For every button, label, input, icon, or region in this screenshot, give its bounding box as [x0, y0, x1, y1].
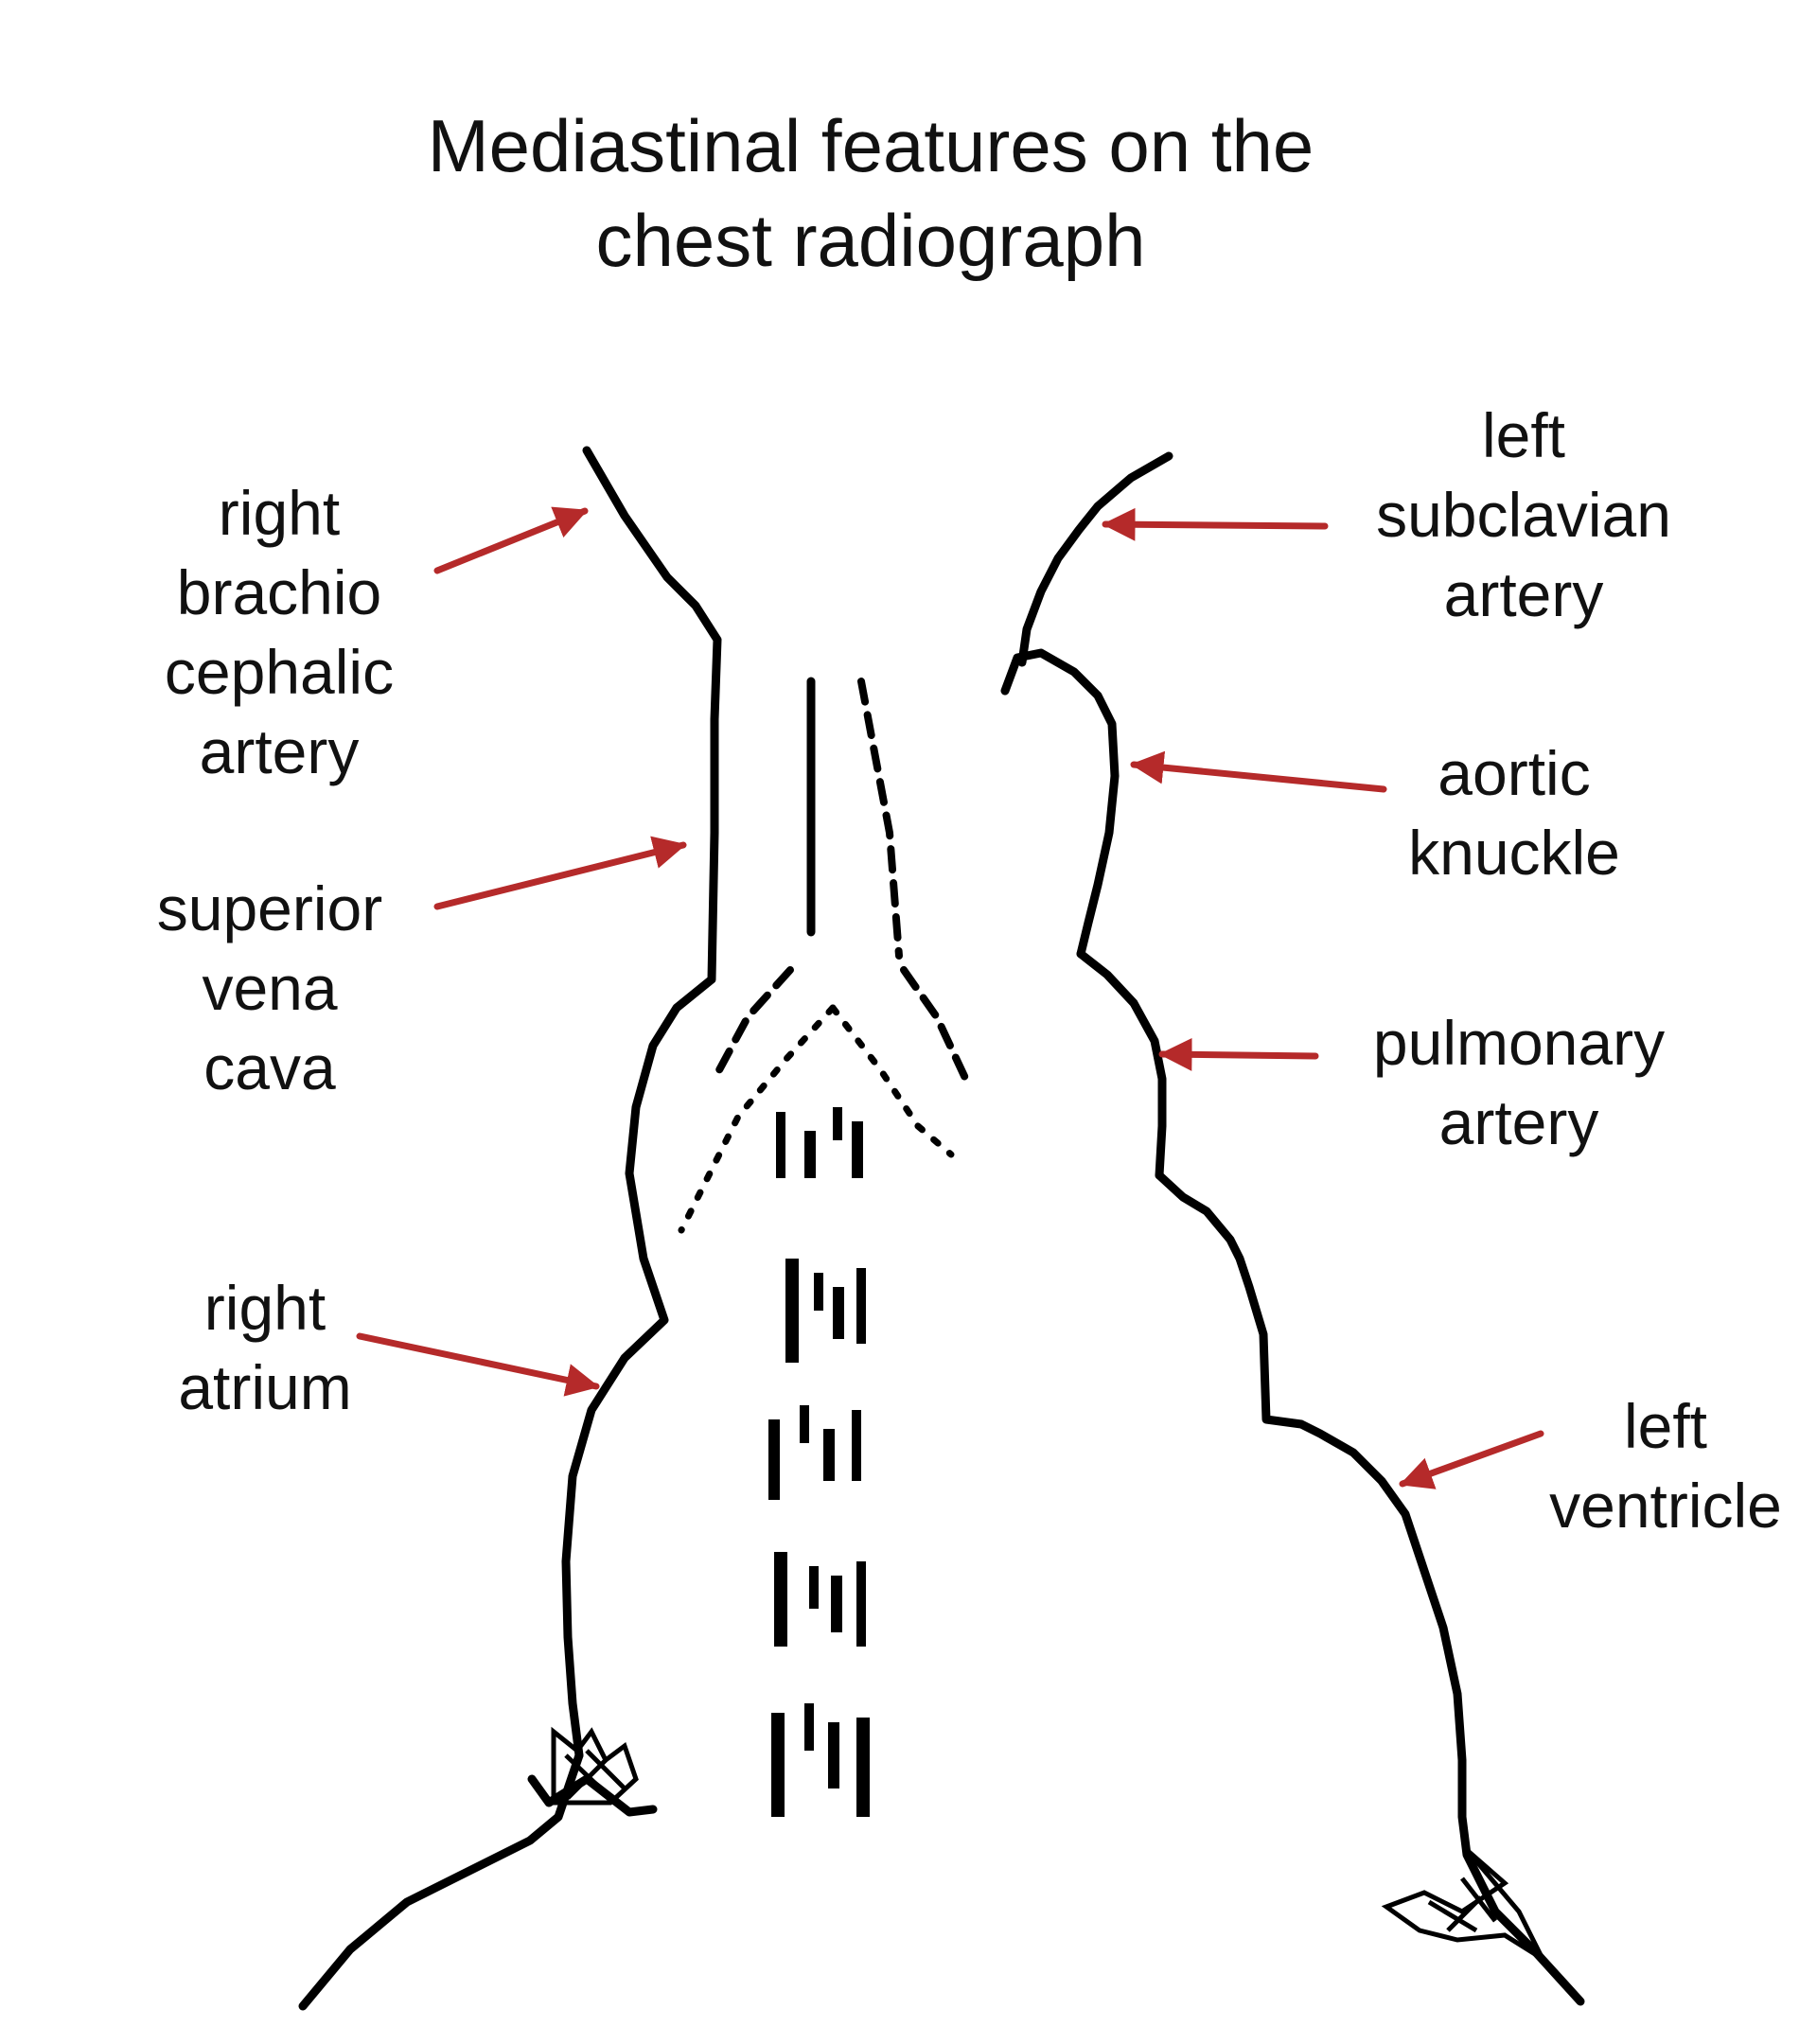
arrow-pulmonary-artery — [1158, 1037, 1319, 1071]
trachea-left-wall — [857, 678, 903, 960]
title-line-2: chest radiograph — [595, 199, 1146, 282]
carina-left — [829, 1004, 955, 1158]
aortic-knuckle-border — [1000, 648, 1120, 959]
thoracic-spine — [768, 1107, 870, 1817]
right-angle-hatch — [551, 1726, 639, 1806]
arrow-superior-vena-cava — [433, 836, 687, 910]
arrow-right-brachiocephalic — [433, 506, 589, 574]
pulmonary-artery-border — [1076, 949, 1167, 1180]
carina-right — [678, 1004, 837, 1234]
left-angle-hatch — [1381, 1848, 1549, 1965]
left-ventricle-border — [1155, 1171, 1585, 2006]
arrow-left-ventricle — [1399, 1430, 1544, 1489]
label-pulmonary-artery: pulmonary artery — [1372, 1008, 1666, 1157]
label-right-brachiocephalic-artery: right brachio cephalic artery — [164, 478, 395, 786]
label-right-atrium: right atrium — [178, 1273, 352, 1422]
label-left-ventricle: left ventricle — [1549, 1391, 1782, 1541]
left-subclavian-border — [1017, 451, 1173, 667]
label-superior-vena-cava: superior vena cava — [156, 873, 383, 1102]
right-cardiophrenic-angle — [527, 1774, 658, 1817]
left-main-bronchus-upper — [900, 966, 974, 1092]
arrow-right-atrium — [356, 1332, 600, 1397]
label-arrows — [356, 506, 1544, 1489]
arrow-left-subclavian — [1102, 507, 1329, 541]
label-left-subclavian-artery: left subclavian artery — [1376, 400, 1671, 629]
right-mediastinal-border — [561, 446, 722, 1760]
right-main-bronchus-upper — [711, 966, 794, 1083]
right-diaphragm-curve — [298, 1751, 584, 2011]
diagram-title: Mediastinal features on the chest radiog… — [0, 98, 1741, 288]
title-line-1: Mediastinal features on the — [427, 104, 1314, 187]
arrow-aortic-knuckle — [1130, 750, 1387, 793]
label-aortic-knuckle: aortic knuckle — [1408, 738, 1620, 888]
